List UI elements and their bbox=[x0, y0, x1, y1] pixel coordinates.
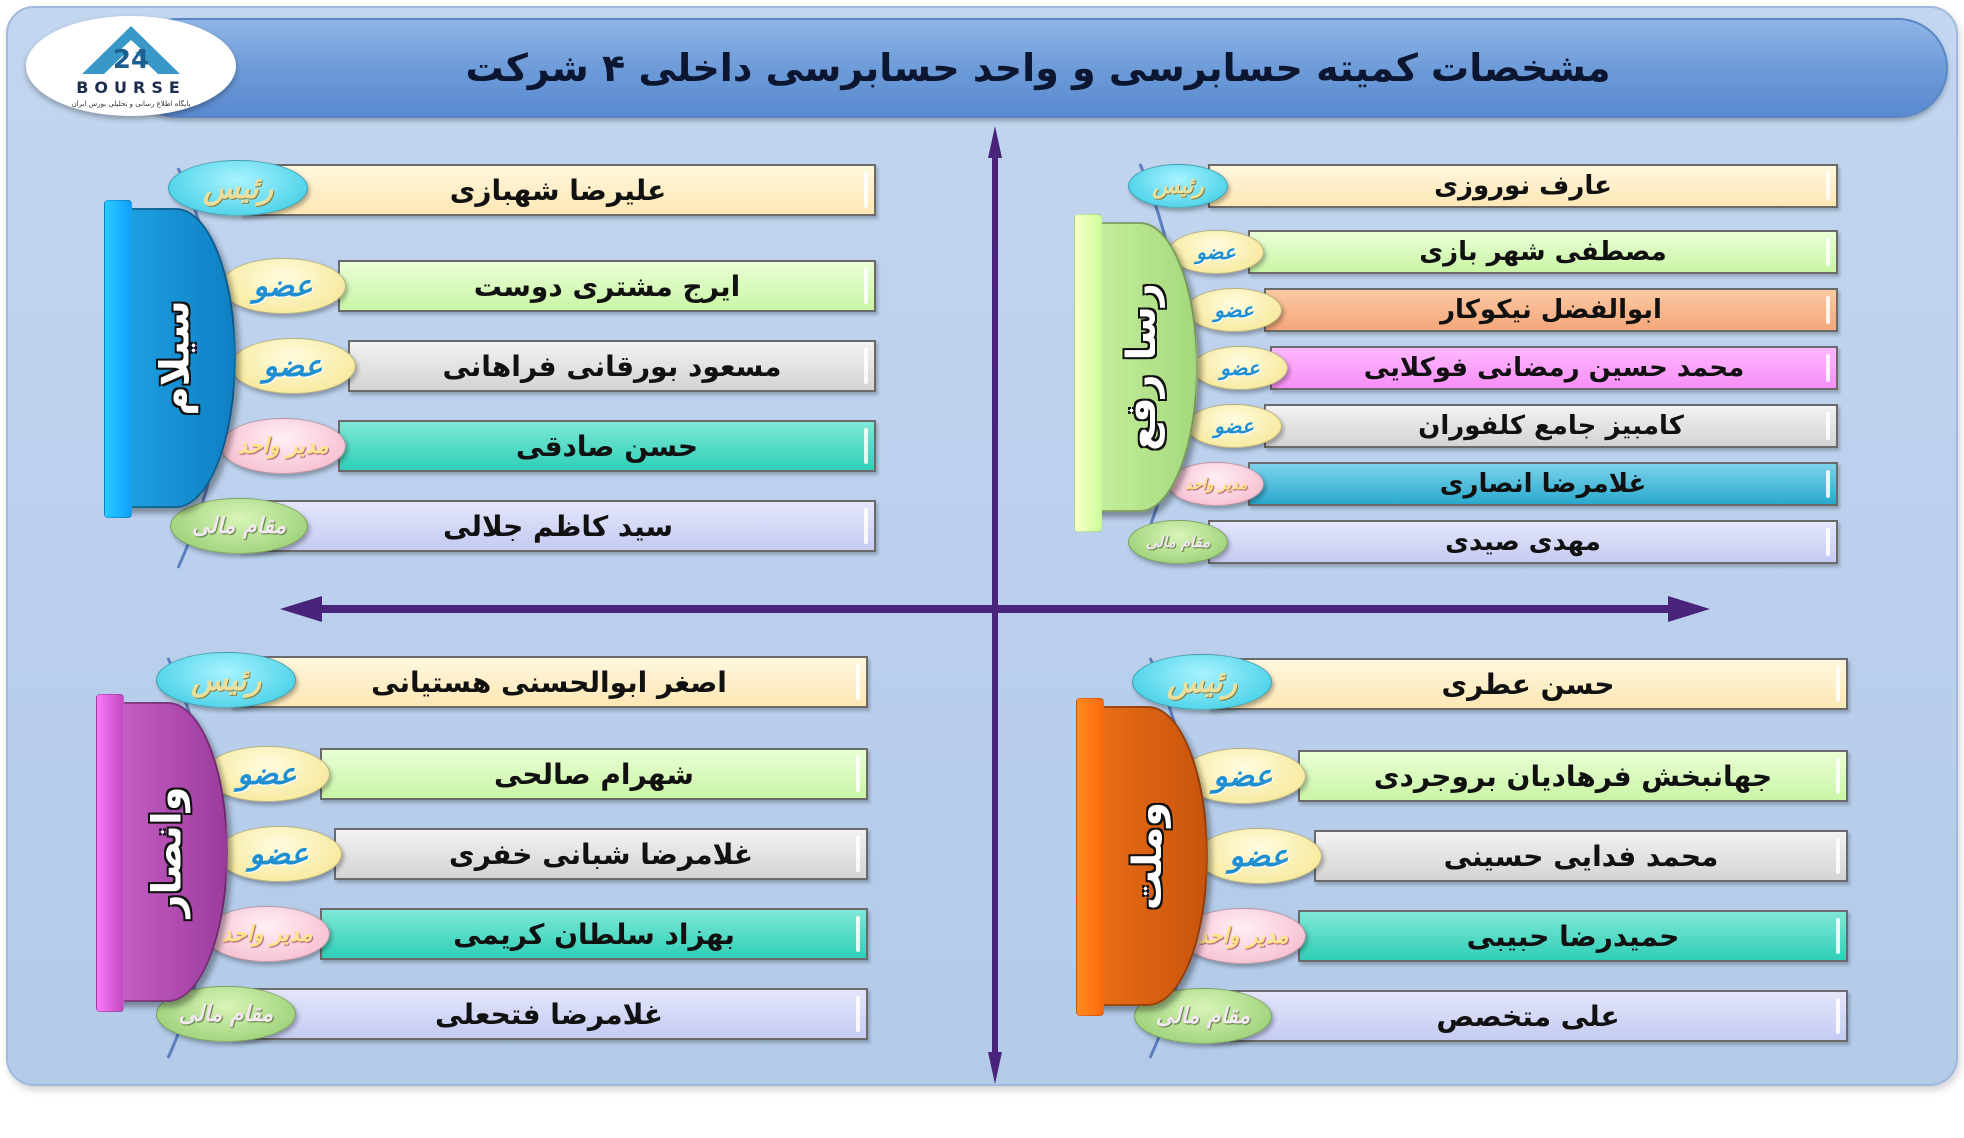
company-name: سیلام bbox=[152, 300, 199, 416]
member-row: محمد فدایی حسینی bbox=[1314, 830, 1848, 882]
role-badge-manager: مدیر واحد bbox=[220, 418, 346, 474]
role-badge-manager: مدیر واحد bbox=[204, 906, 330, 962]
member-row: اصغر ابوالحسنی هستیانی bbox=[230, 656, 868, 708]
role-badge-head: رئیس bbox=[156, 652, 296, 708]
role-badge-finance: مقام مالی bbox=[170, 498, 308, 554]
member-row: حسن صادقی bbox=[338, 420, 876, 472]
member-row: حسن عطری bbox=[1208, 658, 1848, 710]
member-row: ابوالفضل نیکوکار bbox=[1264, 288, 1838, 332]
role-badge-head: رئیس bbox=[1132, 654, 1272, 710]
member-row: ایرج مشتری دوست bbox=[338, 260, 876, 312]
member-name: علیرضا شهبازی bbox=[449, 173, 667, 207]
member-name: حمیدرضا حبیبی bbox=[1466, 919, 1680, 953]
logo-wordmark: BOURSE bbox=[76, 78, 186, 97]
member-row: عارف نوروزی bbox=[1208, 164, 1838, 208]
infographic-canvas: مشخصات کمیته حسابرسی و واحد حسابرسی داخل… bbox=[6, 6, 1958, 1086]
horizontal-axis-arrow bbox=[280, 596, 1710, 622]
role-badge-manager: مدیر واحد bbox=[1168, 462, 1264, 506]
role-badge-member: عضو bbox=[1186, 404, 1282, 448]
member-name: ابوالفضل نیکوکار bbox=[1440, 295, 1662, 325]
member-row: مسعود بورقانی فراهانی bbox=[348, 340, 876, 392]
member-row: سید کاظم جلالی bbox=[240, 500, 876, 552]
role-badge-member: عضو bbox=[1192, 346, 1288, 390]
member-name: محمد حسین رمضانی فوکلایی bbox=[1363, 353, 1745, 383]
role-badge-head: رئیس bbox=[168, 160, 308, 216]
member-row: مهدی صیدی bbox=[1208, 520, 1838, 564]
member-row: غلامرضا فتحعلی bbox=[230, 988, 868, 1040]
svg-text:24: 24 bbox=[113, 45, 149, 75]
company-label: وملت bbox=[1088, 706, 1208, 1006]
member-name: غلامرضا انصاری bbox=[1439, 469, 1647, 499]
role-badge-member: عضو bbox=[1186, 288, 1282, 332]
member-name: شهرام صالحی bbox=[494, 757, 694, 791]
company-label: رسا رفع bbox=[1086, 222, 1198, 512]
member-name: حسن صادقی bbox=[515, 429, 699, 463]
member-name: ایرج مشتری دوست bbox=[473, 269, 741, 303]
company-label: وانصار bbox=[108, 702, 228, 1002]
member-name: علی متخصص bbox=[1436, 999, 1620, 1033]
member-row: علیرضا شهبازی bbox=[240, 164, 876, 216]
member-name: سید کاظم جلالی bbox=[442, 509, 674, 543]
member-name: مهدی صیدی bbox=[1445, 527, 1601, 557]
member-name: مصطفی شهر بازی bbox=[1419, 237, 1667, 267]
member-name: جهانبخش فرهادیان بروجردی bbox=[1373, 759, 1773, 793]
role-badge-finance: مقام مالی bbox=[1128, 520, 1228, 564]
member-row: مصطفی شهر بازی bbox=[1248, 230, 1838, 274]
role-badge-member: عضو bbox=[1196, 828, 1322, 884]
member-name: کامبیز جامع کلفوران bbox=[1418, 411, 1684, 441]
title-banner: مشخصات کمیته حسابرسی و واحد حسابرسی داخل… bbox=[128, 18, 1948, 118]
member-name: غلامرضا شبانی خفری bbox=[449, 837, 753, 871]
member-name: اصغر ابوالحسنی هستیانی bbox=[371, 665, 727, 699]
member-row: بهزاد سلطان کریمی bbox=[320, 908, 868, 960]
company-label: سیلام bbox=[116, 208, 236, 508]
member-row: محمد حسین رمضانی فوکلایی bbox=[1270, 346, 1838, 390]
role-badge-member: عضو bbox=[216, 826, 342, 882]
role-badge-head: رئیس bbox=[1128, 164, 1228, 208]
company-name: وملت bbox=[1125, 801, 1171, 911]
member-row: حمیدرضا حبیبی bbox=[1298, 910, 1848, 962]
member-row: کامبیز جامع کلفوران bbox=[1264, 404, 1838, 448]
member-name: غلامرضا فتحعلی bbox=[435, 997, 663, 1031]
role-badge-member: عضو bbox=[230, 338, 356, 394]
member-row: شهرام صالحی bbox=[320, 748, 868, 800]
bourse24-logo-icon: 24 bbox=[82, 26, 180, 75]
member-row: غلامرضا انصاری bbox=[1248, 462, 1838, 506]
member-name: حسن عطری bbox=[1441, 667, 1615, 701]
member-name: مسعود بورقانی فراهانی bbox=[442, 349, 782, 383]
role-badge-member: عضو bbox=[220, 258, 346, 314]
page-title: مشخصات کمیته حسابرسی و واحد حسابرسی داخل… bbox=[465, 46, 1611, 90]
company-name: رسا رفع bbox=[1119, 283, 1166, 451]
member-name: محمد فدایی حسینی bbox=[1443, 839, 1719, 873]
bourse24-logo: 24 BOURSE پایگاه اطلاع رسانی و تحلیلی بو… bbox=[26, 16, 236, 116]
member-row: جهانبخش فرهادیان بروجردی bbox=[1298, 750, 1848, 802]
member-name: بهزاد سلطان کریمی bbox=[453, 917, 735, 951]
company-name: وانصار bbox=[145, 786, 191, 918]
member-row: غلامرضا شبانی خفری bbox=[334, 828, 868, 880]
logo-tagline: پایگاه اطلاع رسانی و تحلیلی بورس ایران bbox=[71, 100, 191, 108]
member-name: عارف نوروزی bbox=[1434, 171, 1612, 201]
member-row: علی متخصص bbox=[1208, 990, 1848, 1042]
role-badge-member: عضو bbox=[204, 746, 330, 802]
